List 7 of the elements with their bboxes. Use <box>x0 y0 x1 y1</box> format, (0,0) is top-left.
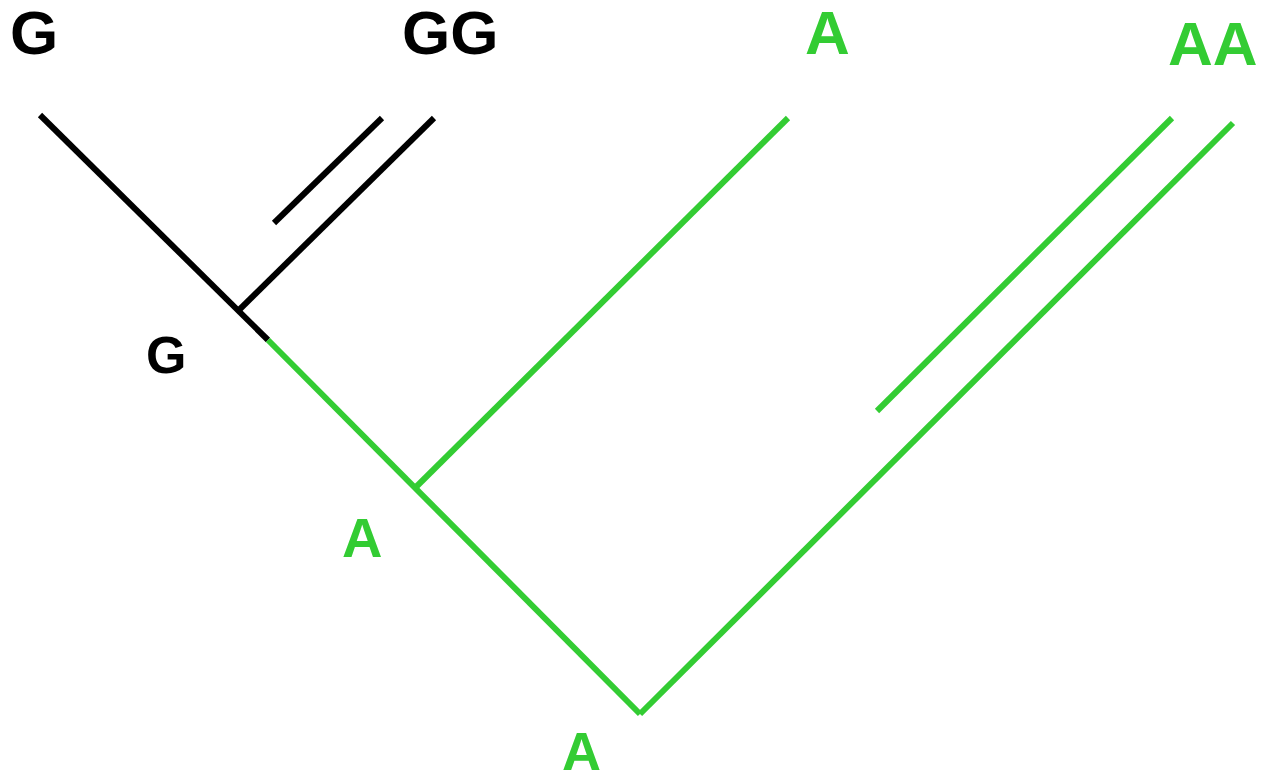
tip-state-label: A <box>805 2 850 65</box>
tip-state-label: AA <box>1168 13 1258 76</box>
tip-state-label: GG <box>402 2 499 65</box>
tip-state-label: G <box>10 2 59 65</box>
ancestral-state-label: G <box>146 328 187 381</box>
ancestral-state-label: A <box>562 724 601 778</box>
ancestral-state-label: A <box>342 509 383 566</box>
